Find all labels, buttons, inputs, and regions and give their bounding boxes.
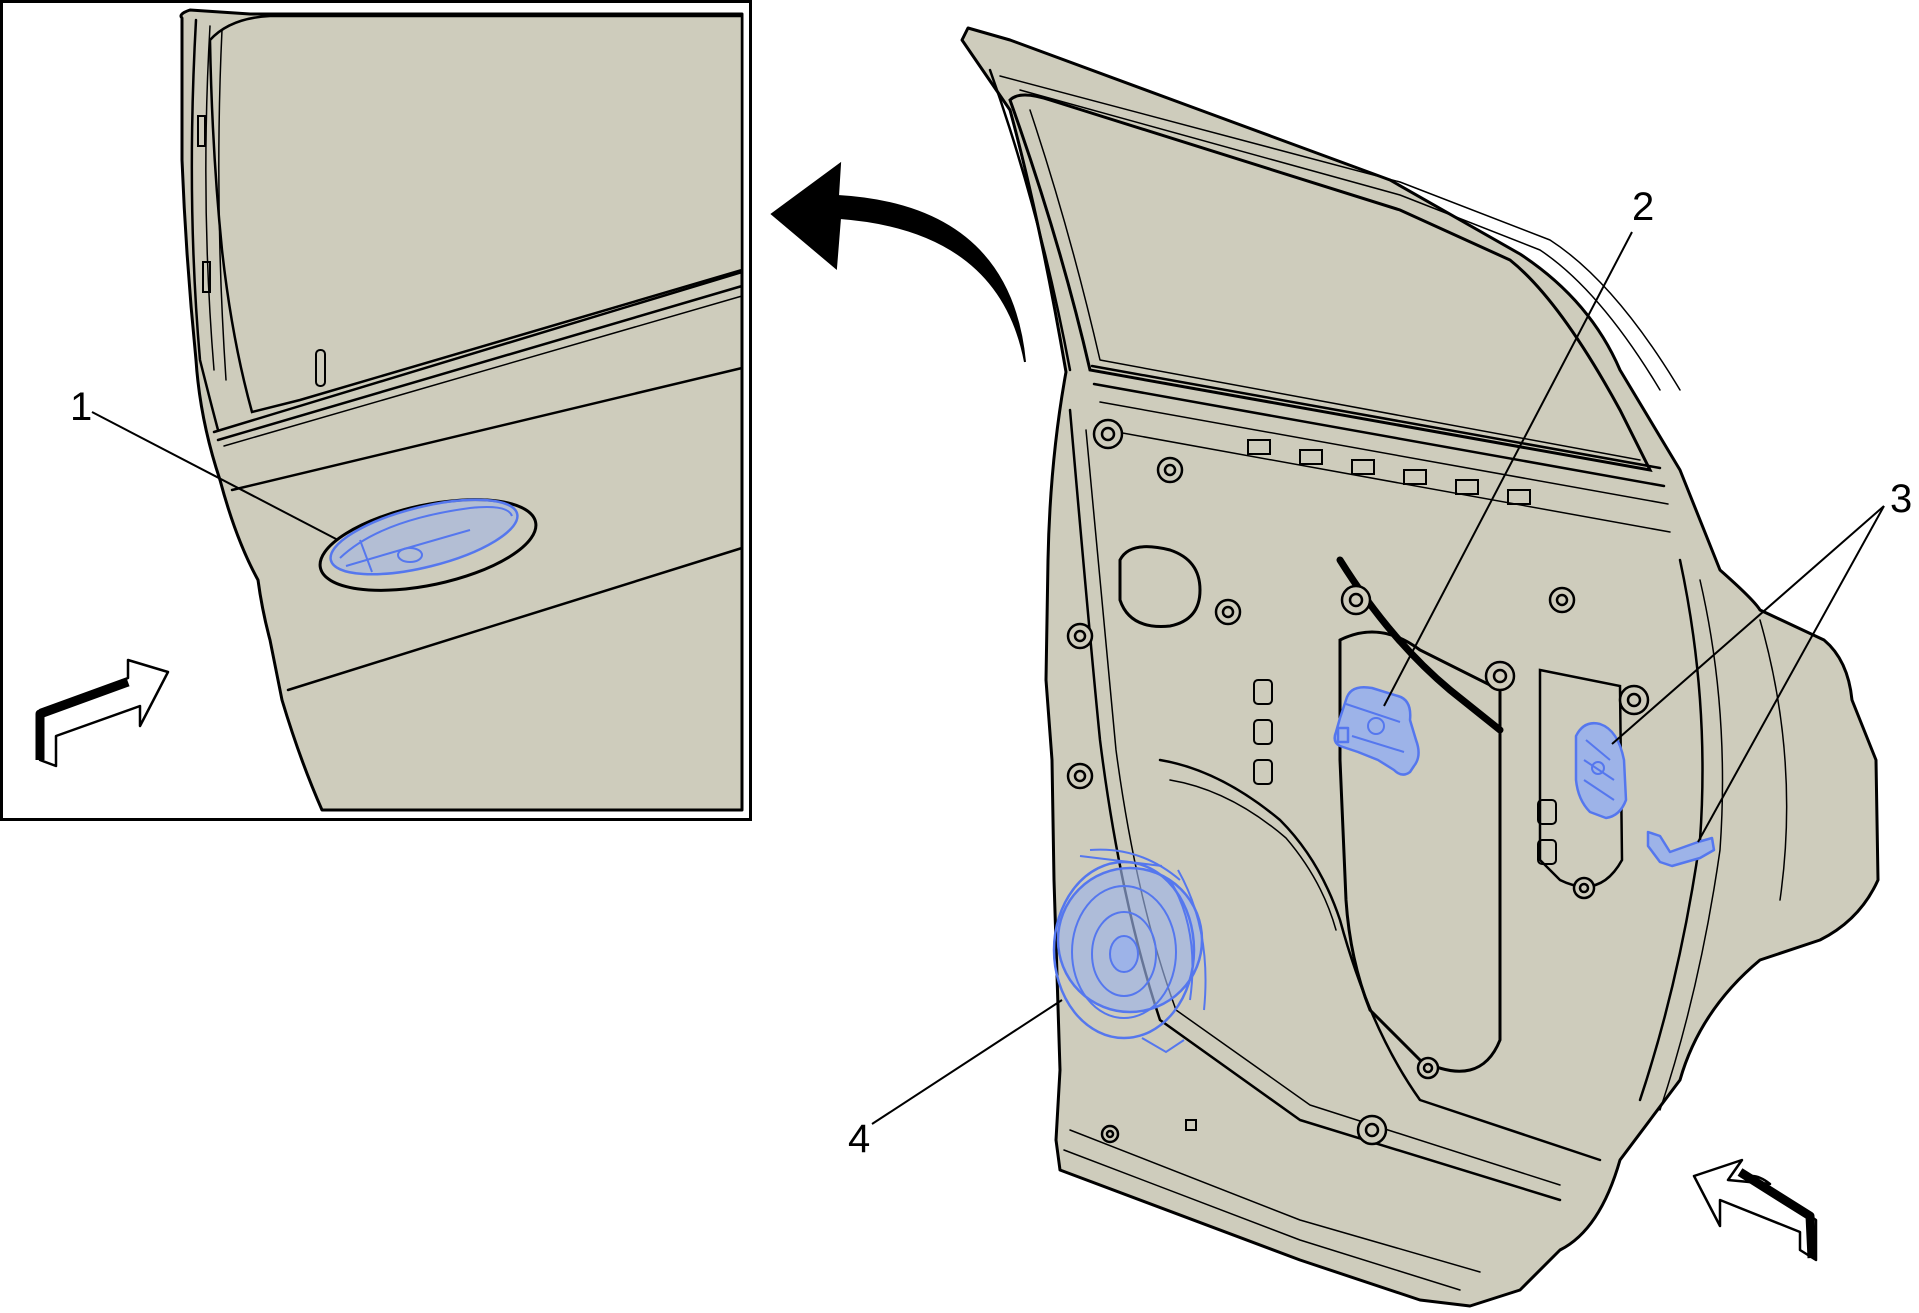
- callout-label-1: 1: [70, 385, 92, 429]
- inset-frame-line-2: [205, 25, 215, 371]
- belt-slots: [1247, 439, 1531, 505]
- callout-leader-4: [871, 999, 1063, 1125]
- inset-view-arrow-icon: [35, 658, 170, 768]
- fastener-bolts: [1066, 418, 1650, 1146]
- window-top-molding-2: [999, 75, 1681, 391]
- contour-4: [1169, 779, 1337, 931]
- inset-frame-line-1: [190, 18, 220, 432]
- contour-3: [1158, 758, 1602, 1162]
- panel-pads: [1185, 679, 1557, 1131]
- belt-rail-3: [1099, 401, 1669, 505]
- callout-label-2: 2: [1632, 185, 1654, 229]
- inset-frame-slot-2: [202, 261, 211, 293]
- callout-leader-2: [1383, 231, 1633, 707]
- window-top-molding: [1019, 89, 1661, 391]
- belt-rail-lower: [1092, 382, 1666, 488]
- callout-leader-3a: [1611, 505, 1885, 745]
- callout-label-4: 4: [848, 1117, 870, 1161]
- lock-rod-bracket: [1646, 830, 1716, 868]
- curved-arrow-icon: [770, 161, 1026, 363]
- inset-crease-1: [230, 366, 744, 492]
- callout-leader-3b: [1697, 505, 1885, 843]
- access-hole-upper-left: [1118, 545, 1202, 628]
- window-regulator-motor: [1333, 686, 1420, 776]
- inset-lock-knob: [315, 349, 326, 387]
- callout-leader-1: [91, 411, 339, 541]
- door-latch: [1574, 722, 1628, 820]
- callout-label-3: 3: [1890, 477, 1912, 521]
- window-frame-inner: [1029, 109, 1641, 461]
- belt-rail-upper: [1090, 364, 1662, 470]
- door-window: [1008, 93, 1653, 473]
- lower-hem-line: [1063, 1149, 1461, 1291]
- inset-frame-line-3: [218, 29, 227, 381]
- main-view-arrow-icon: [1692, 1158, 1818, 1262]
- lower-hem-line-2: [1069, 1129, 1481, 1273]
- inset-window: [208, 14, 744, 414]
- belt-rail-4: [1105, 429, 1671, 533]
- door-handle: [329, 498, 519, 576]
- inset-belt-line-upper: [212, 270, 744, 434]
- contour-7: [1759, 619, 1788, 901]
- door-speaker: [1052, 848, 1207, 1054]
- inset-view: [0, 0, 752, 821]
- contour-6: [1659, 579, 1724, 1111]
- door-main-view: [960, 26, 1880, 1308]
- inset-belt-line-3: [223, 295, 743, 447]
- window-frame-outer: [988, 68, 1072, 372]
- wire-harness: [1336, 556, 1504, 734]
- inset-belt-line-lower: [216, 284, 744, 442]
- inset-crease-2: [286, 546, 744, 692]
- inset-frame-slot-1: [197, 115, 206, 147]
